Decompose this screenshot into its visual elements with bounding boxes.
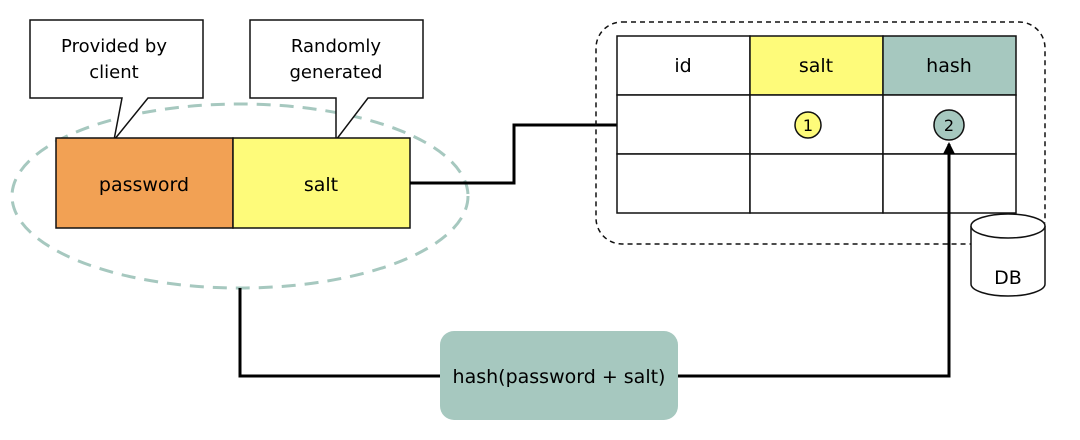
- callout-random-line1: Randomly: [291, 36, 382, 57]
- hash-function-box: [440, 331, 678, 420]
- callout-provided-by-client: Provided by client: [29, 19, 204, 141]
- table-cell: [749, 153, 884, 214]
- header-cell-id: [616, 35, 751, 96]
- salt-label: salt: [304, 174, 338, 196]
- marker-2-circle: [933, 109, 965, 141]
- hash-function-label: hash(password + salt): [453, 366, 666, 388]
- input-to-hash-connector: [238, 288, 440, 378]
- table-cell: [616, 153, 751, 214]
- hash-to-db-connector: [678, 142, 955, 378]
- header-cell-hash: [882, 35, 1017, 96]
- callout-random-line2: generated: [290, 62, 383, 83]
- database-cylinder-icon: DB: [970, 213, 1046, 297]
- salt-block: [232, 137, 411, 229]
- db-table: id salt hash: [616, 35, 1017, 214]
- marker-1-circle: [794, 111, 822, 139]
- table-cell: [616, 94, 751, 155]
- password-label: password: [99, 174, 189, 196]
- marker-1-label: 1: [803, 116, 813, 135]
- marker-2-label: 2: [944, 116, 954, 135]
- header-label-salt: salt: [799, 55, 833, 77]
- header-label-id: id: [674, 55, 691, 77]
- header-label-hash: hash: [926, 55, 972, 77]
- password-block: [55, 137, 234, 229]
- header-cell-salt: [749, 35, 884, 96]
- callout-randomly-generated: Randomly generated: [249, 19, 424, 143]
- db-label: DB: [994, 267, 1022, 289]
- db-table-outline: [595, 21, 1046, 245]
- callout-client-line2: client: [89, 62, 138, 83]
- callout-client-line1: Provided by: [61, 36, 167, 57]
